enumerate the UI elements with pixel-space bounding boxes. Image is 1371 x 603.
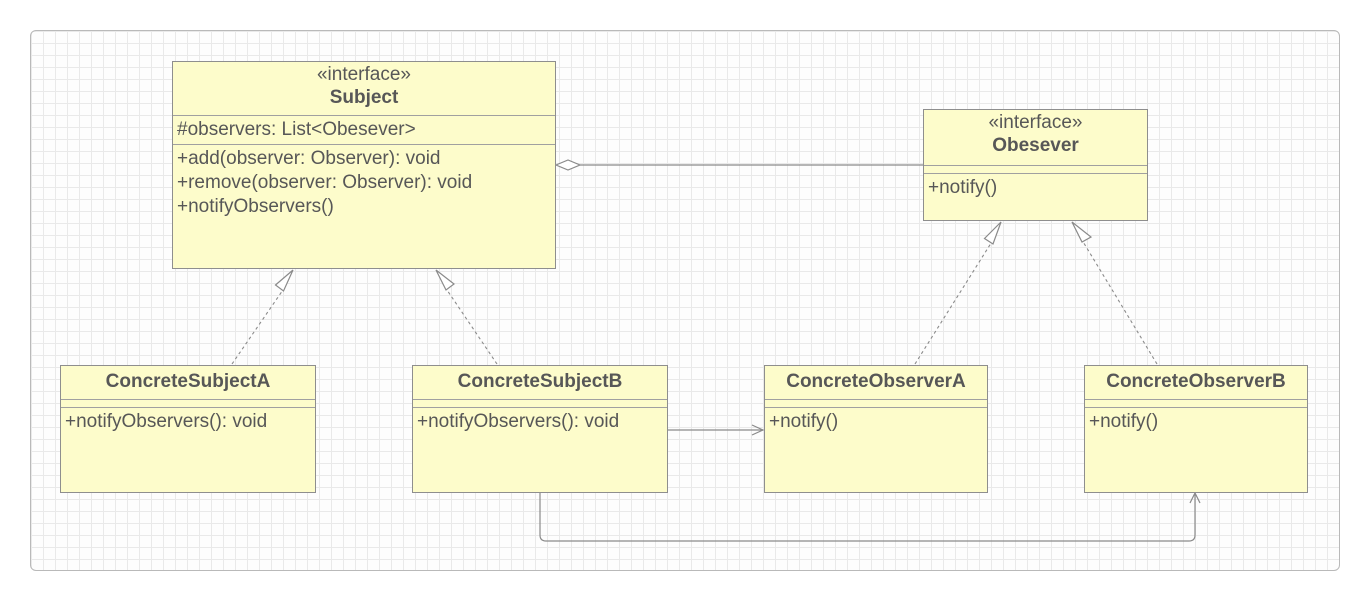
- class-name: ConcreteObserverB: [1106, 371, 1286, 392]
- operations-section: +notify(): [1085, 408, 1307, 434]
- attributes-section: [924, 166, 1147, 174]
- operation-add: +add(observer: Observer): void: [177, 148, 441, 169]
- operation-notify-observers: +notifyObservers(): void: [65, 411, 268, 432]
- operations-section: +notifyObservers(): void: [61, 408, 315, 434]
- operations-section: +notify(): [765, 408, 987, 434]
- class-obesever[interactable]: «interface» Obesever +notify(): [923, 109, 1148, 221]
- operations-section: +add(observer: Observer): void +remove(o…: [173, 145, 555, 219]
- class-header: «interface» Obesever: [924, 110, 1147, 166]
- operation-notify: +notify(): [1089, 411, 1159, 432]
- attributes-section: [1085, 400, 1307, 408]
- operations-section: +notify(): [924, 174, 1147, 200]
- class-name: ConcreteSubjectB: [457, 371, 623, 392]
- operation-remove: +remove(observer: Observer): void: [177, 172, 473, 193]
- operation-notify-observers: +notifyObservers(): [177, 196, 334, 217]
- class-subject[interactable]: «interface» Subject #observers: List<Obe…: [172, 61, 556, 269]
- operation-notify: +notify(): [769, 411, 839, 432]
- class-concrete-subject-b[interactable]: ConcreteSubjectB +notifyObservers(): voi…: [412, 365, 668, 493]
- class-concrete-observer-a[interactable]: ConcreteObserverA +notify(): [764, 365, 988, 493]
- class-concrete-subject-a[interactable]: ConcreteSubjectA +notifyObservers(): voi…: [60, 365, 316, 493]
- operation-notify-observers: +notifyObservers(): void: [417, 411, 620, 432]
- stereotype-label: «interface»: [988, 112, 1083, 133]
- class-name: Subject: [329, 87, 399, 108]
- class-header: ConcreteSubjectB: [413, 366, 667, 400]
- attributes-section: [413, 400, 667, 408]
- class-name: Obesever: [992, 135, 1079, 156]
- stereotype-label: «interface»: [316, 64, 411, 85]
- attributes-section: [61, 400, 315, 408]
- operation-notify: +notify(): [928, 177, 998, 198]
- attribute-observers: #observers: List<Obesever>: [177, 119, 416, 140]
- class-name: ConcreteSubjectA: [105, 371, 271, 392]
- class-header: ConcreteSubjectA: [61, 366, 315, 400]
- attributes-section: [765, 400, 987, 408]
- attributes-section: #observers: List<Obesever>: [173, 116, 555, 145]
- operations-section: +notifyObservers(): void: [413, 408, 667, 434]
- class-name: ConcreteObserverA: [786, 371, 966, 392]
- class-concrete-observer-b[interactable]: ConcreteObserverB +notify(): [1084, 365, 1308, 493]
- class-header: «interface» Subject: [173, 62, 555, 116]
- class-header: ConcreteObserverA: [765, 366, 987, 400]
- class-header: ConcreteObserverB: [1085, 366, 1307, 400]
